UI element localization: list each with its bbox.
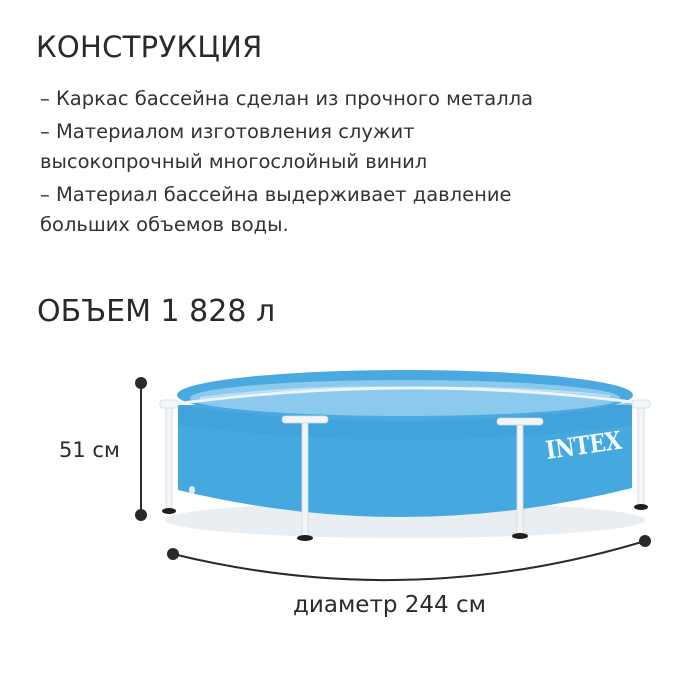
feature-item: – Материалом изготовления служит высокоп… — [40, 117, 533, 177]
feature-item: – Материал бассейна выдерживает давление… — [40, 180, 533, 240]
diameter-dimension-line — [167, 535, 651, 582]
diameter-label: диаметр 244 см — [293, 592, 486, 618]
feature-line: больших объемов воды. — [40, 213, 289, 236]
feature-list: – Каркас бассейна сделан из прочного мет… — [40, 84, 533, 240]
section-title: КОНСТРУКЦИЯ — [36, 30, 263, 64]
feature-line: – Каркас бассейна сделан из прочного мет… — [40, 87, 534, 110]
height-dimension-line — [135, 377, 147, 521]
feature-line: – Материал бассейна выдерживает давление — [40, 183, 512, 206]
feature-line: высокопрочный многослойный винил — [40, 150, 428, 173]
feature-item: – Каркас бассейна сделан из прочного мет… — [40, 84, 533, 114]
volume-heading: ОБЪЕМ 1 828 л — [37, 294, 276, 329]
height-label: 51 см — [59, 438, 120, 462]
feature-line: – Материалом изготовления служит — [40, 120, 415, 143]
